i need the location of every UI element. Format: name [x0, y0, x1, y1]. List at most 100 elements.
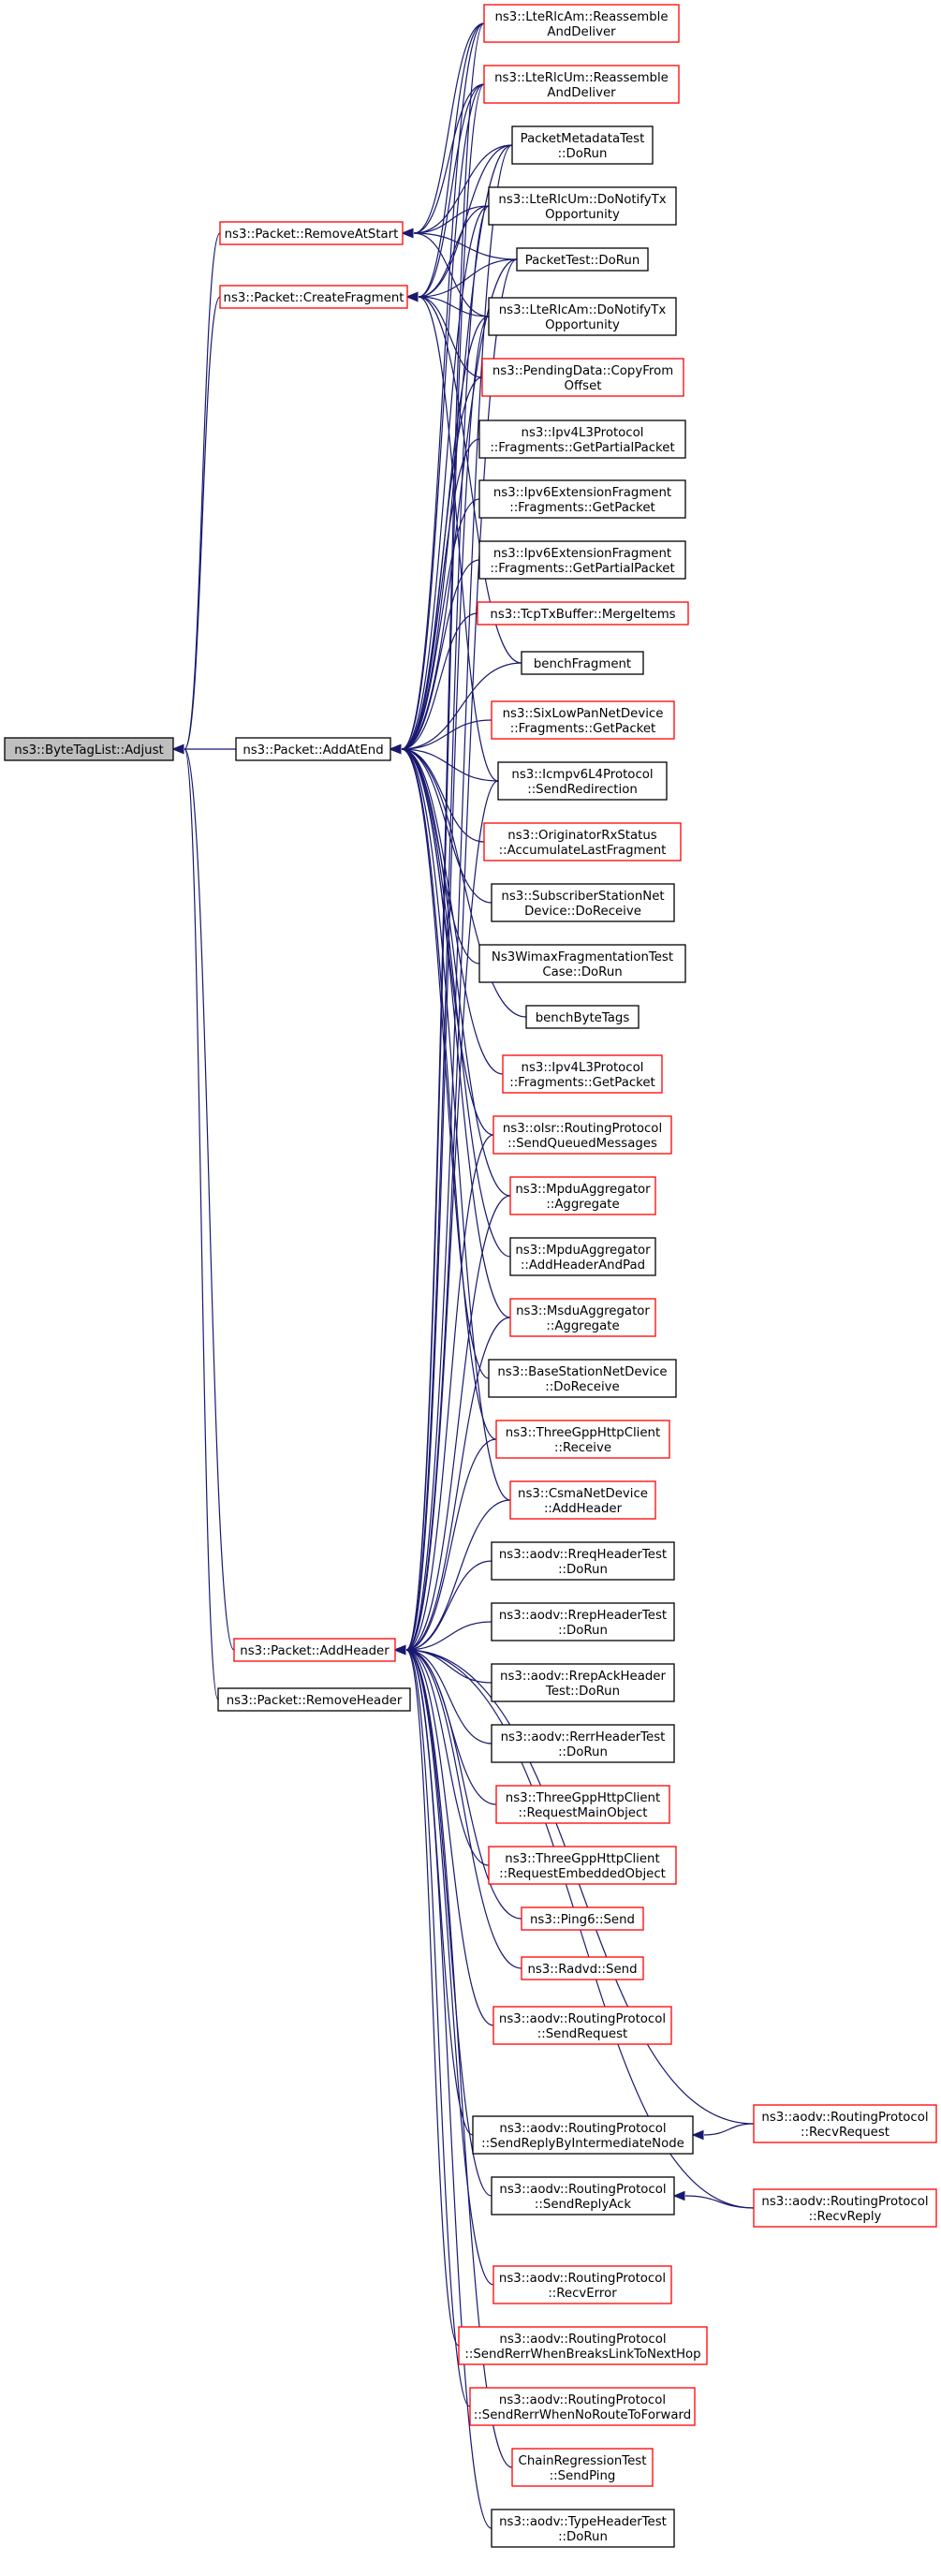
- node-box: [483, 65, 680, 104]
- node-rrepTest[interactable]: ns3::aodv::RrepHeaderTest::DoRun: [491, 1602, 675, 1641]
- node-box: [516, 247, 649, 272]
- node-label: ::DoRun: [558, 147, 608, 161]
- node-aodvSendReq[interactable]: ns3::aodv::RoutingProtocol::SendRequest: [493, 2006, 672, 2045]
- node-aodvRecvErr[interactable]: ns3::aodv::RoutingProtocol::RecvError: [493, 2265, 672, 2304]
- node-aodvReplyInter[interactable]: ns3::aodv::RoutingProtocol::SendReplyByI…: [472, 2115, 694, 2155]
- node-addHeader[interactable]: ns3::Packet::AddHeader: [233, 1638, 396, 1662]
- edge-line: [401, 748, 511, 1501]
- node-label: ns3::LteRlcUm::DoNotifyTx: [498, 193, 666, 207]
- edge-line: [401, 719, 493, 750]
- node-label: ns3::Ipv4L3Protocol: [522, 1061, 644, 1075]
- node-tcpMerge[interactable]: ns3::TcpTxBuffer::MergeItems: [477, 601, 689, 626]
- node-label: ::SendRerrWhenNoRouteToForward: [474, 2408, 691, 2422]
- node-adjust[interactable]: ns3::ByteTagList::Adjust: [4, 737, 174, 761]
- node-label: Opportunity: [545, 318, 620, 332]
- node-label: ::SendQueuedMessages: [507, 1137, 657, 1151]
- edge-line: [401, 748, 511, 1318]
- node-rerrTest[interactable]: ns3::aodv::RerrHeaderTest::DoRun: [491, 1724, 675, 1763]
- node-aodvRecvReply[interactable]: ns3::aodv::RoutingProtocol::RecvReply: [753, 2188, 937, 2228]
- edge-line: [413, 205, 490, 234]
- node-addAtEnd[interactable]: ns3::Packet::AddAtEnd: [235, 737, 391, 761]
- node-box: [472, 2115, 694, 2155]
- node-createFragment[interactable]: ns3::Packet::CreateFragment: [219, 285, 408, 309]
- edge-line: [401, 748, 511, 1197]
- node-benchFrag[interactable]: benchFragment: [521, 651, 644, 675]
- edge-line: [405, 316, 490, 1651]
- node-label: ::Fragments::GetPartialPacket: [490, 562, 674, 576]
- edge-line: [413, 83, 485, 234]
- node-label: ::RequestMainObject: [518, 1806, 647, 1820]
- node-box: [502, 1054, 663, 1094]
- node-label: ns3::aodv::RoutingProtocol: [499, 2183, 666, 2197]
- node-ipv4GetPacket[interactable]: ns3::Ipv4L3Protocol::Fragments::GetPacke…: [502, 1054, 663, 1094]
- node-ipv4Partial[interactable]: ns3::Ipv4L3Protocol::Fragments::GetParti…: [478, 420, 686, 459]
- node-label: ::SendReplyByIntermediateNode: [481, 2137, 684, 2151]
- edge-line: [401, 662, 522, 750]
- node-label: ::SendRerrWhenBreaksLinkToNextHop: [464, 2348, 700, 2362]
- node-mpduHdr[interactable]: ns3::MpduAggregator::AddHeaderAndPad: [509, 1237, 656, 1276]
- node-ipv6Partial[interactable]: ns3::Ipv6ExtensionFragment::Fragments::G…: [478, 540, 686, 580]
- node-box: [493, 2006, 672, 2045]
- edge-line: [401, 748, 499, 782]
- node-baseStation[interactable]: ns3::BaseStationNetDevice::DoReceive: [488, 1359, 677, 1398]
- node-csmaHdr[interactable]: ns3::CsmaNetDevice::AddHeader: [509, 1480, 656, 1520]
- node-box: [488, 1846, 677, 1885]
- edge-amReassemble-to-removeAtStart: [401, 22, 485, 239]
- node-typeHdrTest[interactable]: ns3::aodv::TypeHeaderTest::DoRun: [491, 2509, 675, 2548]
- edge-line: [405, 22, 485, 1651]
- node-label: ns3::ThreeGppHttpClient: [506, 1426, 660, 1440]
- node-box: [483, 4, 680, 43]
- node-label: ::DoRun: [558, 1745, 608, 1759]
- edge-line: [413, 232, 490, 317]
- node-ping6[interactable]: ns3::Ping6::Send: [521, 1906, 644, 1931]
- node-radvd[interactable]: ns3::Radvd::Send: [521, 1956, 644, 1980]
- node-box: [217, 1687, 411, 1712]
- node-box: [509, 1298, 656, 1337]
- node-aodvRecvReq[interactable]: ns3::aodv::RoutingProtocol::RecvRequest: [753, 2104, 937, 2143]
- node-httpEmbedded[interactable]: ns3::ThreeGppHttpClient::RequestEmbedded…: [488, 1846, 677, 1885]
- node-aodvReplyAck[interactable]: ns3::aodv::RoutingProtocol::SendReplyAck: [491, 2176, 675, 2215]
- node-removeAtStart[interactable]: ns3::Packet::RemoveAtStart: [219, 221, 404, 245]
- edge-line: [405, 83, 485, 1651]
- node-subStation[interactable]: ns3::SubscriberStationNetDevice::DoRecei…: [491, 883, 675, 922]
- node-pktTest[interactable]: PacketTest::DoRun: [516, 247, 649, 272]
- node-box: [458, 2326, 708, 2365]
- node-box: [477, 601, 689, 626]
- node-aodvRerrBreaks[interactable]: ns3::aodv::RoutingProtocol::SendRerrWhen…: [458, 2326, 708, 2365]
- node-chainPing[interactable]: ChainRegressionTest::SendPing: [511, 2448, 654, 2487]
- node-pktMetaTest[interactable]: PacketMetadataTest::DoRun: [511, 125, 654, 165]
- node-mpduAgg[interactable]: ns3::MpduAggregator::Aggregate: [509, 1176, 656, 1215]
- node-rreqTest[interactable]: ns3::aodv::RreqHeaderTest::DoRun: [491, 1541, 675, 1581]
- edge-line: [418, 258, 518, 298]
- edge-line: [401, 498, 480, 750]
- node-msduAgg[interactable]: ns3::MsduAggregator::Aggregate: [509, 1298, 656, 1337]
- node-aodvRerrNoRoute[interactable]: ns3::aodv::RoutingProtocol::SendRerrWhen…: [469, 2387, 696, 2426]
- edge-line: [418, 83, 485, 298]
- node-box: [491, 1602, 675, 1641]
- node-label: ns3::aodv::RoutingProtocol: [499, 2272, 666, 2286]
- node-httpReceive[interactable]: ns3::ThreeGppHttpClient::Receive: [495, 1420, 670, 1459]
- node-benchByte[interactable]: benchByteTags: [525, 1005, 640, 1029]
- node-icmpRedir[interactable]: ns3::Icmpv6L4Protocol::SendRedirection: [497, 761, 668, 801]
- node-olsrQueued[interactable]: ns3::olsr::RoutingProtocol::SendQueuedMe…: [493, 1115, 672, 1155]
- node-origRx[interactable]: ns3::OriginatorRxStatus::AccumulateLastF…: [483, 822, 682, 861]
- node-label: ns3::aodv::RrepAckHeader: [500, 1670, 666, 1684]
- node-box: [491, 2176, 675, 2215]
- node-label: ns3::aodv::RrepHeaderTest: [499, 1609, 667, 1623]
- node-httpMain[interactable]: ns3::ThreeGppHttpClient::RequestMainObje…: [495, 1785, 670, 1824]
- node-sixLow[interactable]: ns3::SixLowPanNetDevice::Fragments::GetP…: [491, 700, 675, 740]
- node-label: ns3::aodv::RreqHeaderTest: [499, 1548, 667, 1562]
- node-removeHeader[interactable]: ns3::Packet::RemoveHeader: [217, 1687, 411, 1712]
- edge-icmpRedir-to-createFragment: [405, 291, 499, 782]
- node-ipv6GetPacket[interactable]: ns3::Ipv6ExtensionFragment::Fragments::G…: [478, 479, 686, 519]
- node-label: ::AddHeader: [544, 1502, 623, 1516]
- node-box: [753, 2104, 937, 2143]
- edge-aodvRecvReq-to-aodvReplyInter: [691, 2123, 755, 2141]
